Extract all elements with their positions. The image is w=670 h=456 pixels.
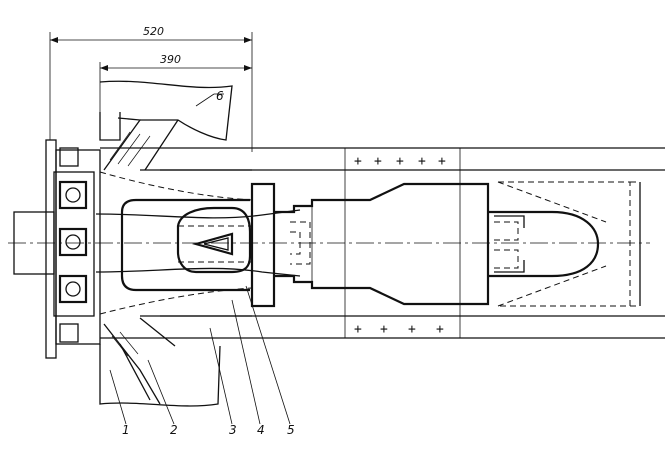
leader-lines xyxy=(109,93,291,425)
centre-sill xyxy=(100,147,665,339)
rivet: + xyxy=(408,322,416,337)
callout-5: 5 xyxy=(287,423,295,437)
coupler-shank xyxy=(8,211,650,275)
lower-bracket xyxy=(99,317,221,407)
callout-6: 6 xyxy=(216,89,224,103)
circle-hole-1 xyxy=(65,187,81,203)
dimension-inner: 390 xyxy=(99,53,252,112)
lower-hatching xyxy=(111,331,139,357)
square-block-3 xyxy=(58,274,88,304)
rear-stop xyxy=(497,181,641,307)
rivet: + xyxy=(436,322,444,337)
rear-yoke xyxy=(488,210,600,278)
callout-3: 3 xyxy=(229,423,237,437)
circle-hole-3 xyxy=(65,281,81,297)
dimension-overall-label: 520 xyxy=(143,25,164,38)
key-slot xyxy=(191,232,234,256)
rivet: + xyxy=(354,154,362,169)
rivet: + xyxy=(396,154,404,169)
bolt-top xyxy=(59,147,79,167)
rivets-top: + + + + + xyxy=(354,154,446,169)
dimension-inner-label: 390 xyxy=(160,53,181,66)
rivet: + xyxy=(418,154,426,169)
upper-hatching xyxy=(109,131,151,167)
upper-bracket xyxy=(99,80,233,171)
rivet: + xyxy=(438,154,446,169)
circle-hole-2 xyxy=(65,234,81,250)
rivet: + xyxy=(380,322,388,337)
dimension-overall: 520 xyxy=(49,25,253,152)
callout-4: 4 xyxy=(257,423,265,437)
draft-gear xyxy=(274,182,490,306)
rivet: + xyxy=(374,154,382,169)
square-block-1 xyxy=(58,180,88,210)
rivets-bottom: + + + + xyxy=(354,322,444,337)
coupler-head xyxy=(176,206,252,274)
square-block-2 xyxy=(58,227,88,257)
buffer-beam xyxy=(45,139,101,359)
callout-2: 2 xyxy=(170,423,178,437)
bolt-bottom xyxy=(59,323,79,343)
callout-1: 1 xyxy=(122,423,130,437)
yoke xyxy=(95,198,301,292)
front-follower xyxy=(250,182,276,308)
rivet: + xyxy=(354,322,362,337)
